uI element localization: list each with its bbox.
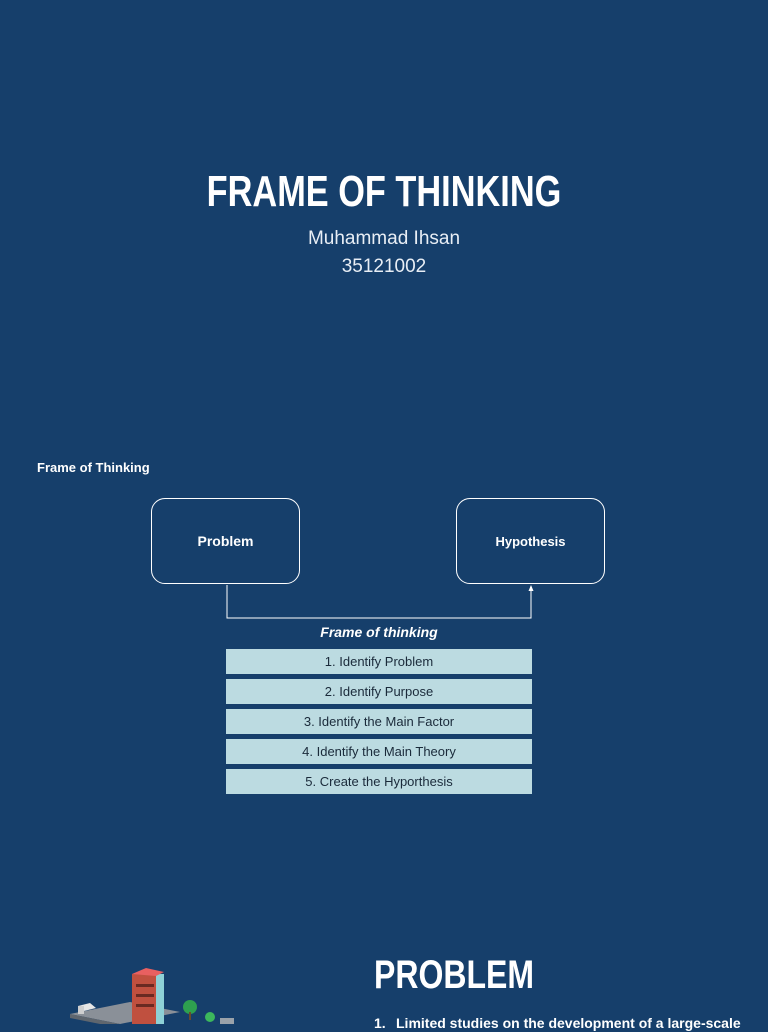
step-item: 1. Identify Problem — [226, 649, 532, 674]
city-illustration — [70, 968, 234, 1024]
problem-list-item: 1. Limited studies on the development of … — [374, 1014, 754, 1032]
page-title: FRAME OF THINKING — [206, 167, 562, 216]
student-id: 35121002 — [341, 256, 427, 277]
problem-box: Problem — [151, 498, 300, 584]
steps-list: 1. Identify Problem 2. Identify Purpose … — [226, 649, 532, 799]
hypothesis-box: Hypothesis — [456, 498, 605, 584]
frame-caption: Frame of thinking — [320, 624, 438, 640]
arrowhead-icon — [528, 585, 534, 591]
problem-item-number: 1. — [374, 1015, 386, 1031]
problem-box-label: Problem — [197, 533, 254, 549]
step-item: 5. Create the Hyporthesis — [226, 769, 532, 794]
step-item: 2. Identify Purpose — [226, 679, 532, 704]
step-item: 4. Identify the Main Theory — [226, 739, 532, 764]
step-item: 3. Identify the Main Factor — [226, 709, 532, 734]
hypothesis-box-label: Hypothesis — [495, 533, 566, 549]
problem-item-text: Limited studies on the development of a … — [396, 1015, 741, 1031]
author-name: Muhammad Ihsan — [307, 228, 461, 249]
problem-heading: PROBLEM — [374, 953, 534, 997]
diagram-section-label: Frame of Thinking — [37, 460, 150, 475]
